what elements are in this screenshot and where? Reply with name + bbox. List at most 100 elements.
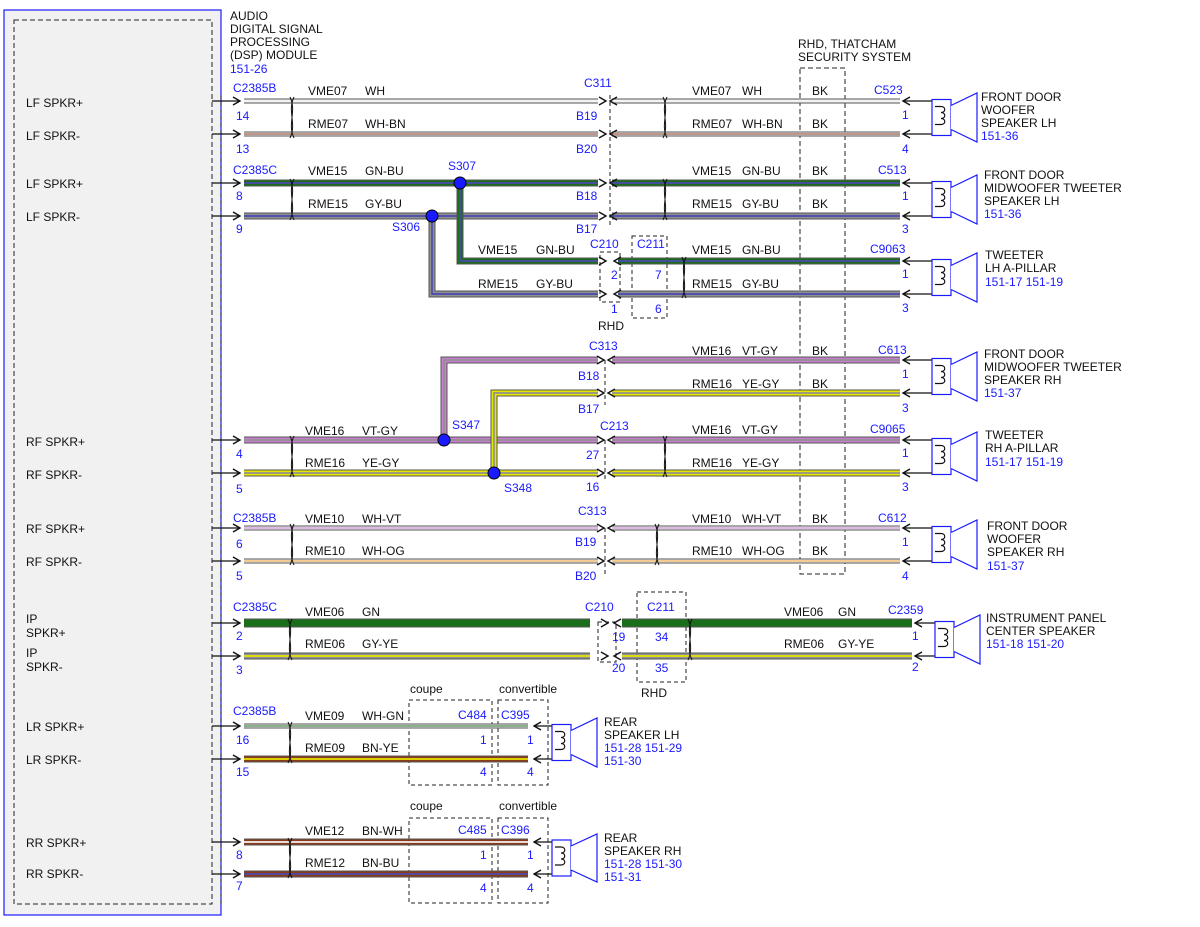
splice-dot (487, 466, 501, 480)
speaker-name: REAR (604, 831, 638, 845)
circuit-id: RME15 (308, 197, 348, 211)
bk-labels: BK BK BK BK BK BK BK BK (812, 84, 828, 558)
connector-label: C210 (590, 237, 619, 251)
pin-number: 14 (236, 109, 250, 123)
module-title: AUDIO DIGITAL SIGNAL PROCESSING (DSP) MO… (230, 9, 323, 76)
speaker-name: TWEETER (985, 428, 1044, 442)
pin-number: 1 (902, 367, 909, 381)
circuit-id: RME15 (692, 277, 732, 291)
speaker-icon (931, 174, 978, 225)
speaker-connector-labels: C523 C513 C9063 C613 C9065 C612 C2359 (870, 83, 924, 617)
connector-arrow (596, 355, 606, 365)
twisted-pair-symbol (289, 435, 295, 478)
circuit-color: GY-BU (742, 197, 779, 211)
splice-label: S306 (392, 220, 420, 234)
inline-connector-labels: C311 C210 C211 C313 C213 C313 C210 C211 … (458, 76, 675, 837)
speaker-cone (953, 614, 981, 665)
connector-label: C613 (878, 343, 907, 357)
connector-arrow (232, 523, 242, 533)
speaker-name: FRONT DOOR (984, 347, 1065, 361)
connector-arrow (608, 96, 618, 106)
connector-arrow (606, 435, 616, 445)
speaker-name: SPEAKER RH (604, 844, 681, 858)
connector-label: C213 (600, 419, 629, 433)
option-label: RHD (641, 686, 667, 700)
speaker-icon (551, 717, 598, 768)
security-box-label: RHD, THATCHAM (798, 37, 896, 51)
pin-number: 35 (655, 661, 669, 675)
speaker-coil (555, 730, 566, 751)
connector-arrow (232, 435, 242, 445)
speaker-coil (935, 364, 946, 385)
connector-arrow (606, 556, 616, 566)
splice-labels: S307 S306 S347 S348 (392, 159, 532, 495)
pin-number: 13 (236, 142, 250, 156)
circuit-id: RME12 (305, 856, 345, 870)
option-label: RHD (598, 319, 624, 333)
splice-label: S348 (504, 481, 532, 495)
bk-label: BK (812, 544, 828, 558)
pin-number: 2 (611, 268, 618, 282)
option-labels: RHD RHD coupe convertible coupe converti… (410, 319, 667, 813)
connector-arrow (598, 178, 608, 188)
pin-number: 5 (236, 482, 243, 496)
security-box-label: SECURITY SYSTEM (798, 50, 911, 64)
bk-label: BK (812, 197, 828, 211)
pin-number: 1 (480, 848, 487, 862)
connector-arrow (232, 96, 242, 106)
connector-label: C313 (578, 504, 607, 518)
circuit-color: BN-WH (362, 824, 403, 838)
circuit-color: VT-GY (362, 424, 398, 438)
circuit-color: GY-BU (536, 277, 573, 291)
speaker-name: MIDWOOFER TWEETER (984, 181, 1122, 195)
connector-arrow (232, 178, 242, 188)
speaker-name: REAR (604, 715, 638, 729)
connector-arrow (612, 651, 622, 661)
circuit-color: BN-BU (362, 856, 399, 870)
pin-label: IP (26, 612, 37, 626)
twisted-pair-symbol (287, 721, 293, 764)
connector-label: C211 (647, 600, 675, 614)
speaker-coil (935, 265, 946, 286)
pin-number: 9 (236, 222, 243, 236)
speaker-ref: 151-17 151-19 (985, 275, 1063, 289)
connector-arrow (598, 129, 608, 139)
speaker-magnet (931, 437, 952, 476)
module-pin-labels: LF SPKR+ LF SPKR- LF SPKR+ LF SPKR- RF S… (26, 96, 86, 881)
speaker-icon (934, 614, 981, 665)
pin-label: LR SPKR- (26, 753, 81, 767)
connector-label: C484 (458, 708, 487, 722)
pin-number: 3 (902, 480, 909, 494)
speaker-cone (950, 92, 978, 143)
connector-label: C9065 (870, 422, 906, 436)
speaker-cone (570, 717, 598, 768)
module-title-line: PROCESSING (230, 35, 310, 49)
connector-arrow (232, 837, 242, 847)
pin-number: 27 (586, 448, 600, 462)
connector-arrow (596, 468, 606, 478)
pin-number: 6 (236, 537, 243, 551)
pin-number: 7 (655, 268, 662, 282)
pin-number: 7 (236, 879, 243, 893)
bk-label: BK (812, 117, 828, 131)
speaker-name: INSTRUMENT PANEL (986, 611, 1107, 625)
speaker-cone (950, 519, 978, 570)
connector-arrow (232, 468, 242, 478)
bk-label: BK (812, 377, 828, 391)
speaker-name: FRONT DOOR (981, 90, 1062, 104)
connector-arrow (232, 869, 242, 879)
speaker-ref: 151-30 (604, 754, 642, 768)
connector-label: C210 (585, 600, 614, 614)
speaker-coil (935, 532, 946, 553)
connector-arrow (608, 129, 618, 139)
connector-arrow (608, 211, 618, 221)
connector-arrow (232, 754, 242, 764)
circuit-id: VME10 (692, 512, 732, 526)
speaker-name: SPEAKER RH (984, 373, 1061, 387)
dsp-module-box (3, 9, 222, 916)
speaker-icon (931, 431, 978, 482)
circuit-color: GN (362, 605, 380, 619)
speakers (551, 92, 981, 883)
speaker-coil (935, 105, 946, 126)
pin-number: 16 (586, 480, 600, 494)
